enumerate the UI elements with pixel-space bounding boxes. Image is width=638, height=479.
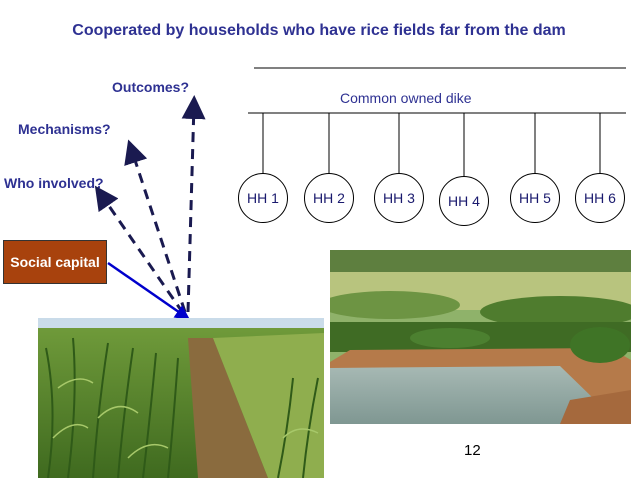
household-node: HH 3	[374, 173, 424, 223]
household-node: HH 6	[575, 173, 625, 223]
pond-landscape-photo	[330, 250, 631, 424]
corn-field-photo	[38, 318, 324, 478]
page-number: 12	[464, 442, 481, 459]
slide-title: Cooperated by households who have rice f…	[72, 22, 566, 39]
social-capital-arrow	[107, 261, 191, 320]
question-outcomes: Outcomes?	[112, 79, 190, 95]
arrow-to-outcomes	[181, 95, 206, 313]
question-mechanisms: Mechanisms?	[18, 121, 111, 137]
household-node: HH 1	[238, 173, 288, 223]
household-node: HH 2	[304, 173, 354, 223]
household-node: HH 4	[439, 176, 489, 226]
social-capital-box: Social capital	[3, 240, 107, 284]
arrow-to-mechanisms	[124, 139, 187, 313]
dike-label: Common owned dike	[340, 90, 472, 106]
household-node: HH 5	[510, 173, 560, 223]
question-who-involved: Who involved?	[4, 175, 104, 191]
arrow-to-who-involved	[94, 185, 185, 314]
